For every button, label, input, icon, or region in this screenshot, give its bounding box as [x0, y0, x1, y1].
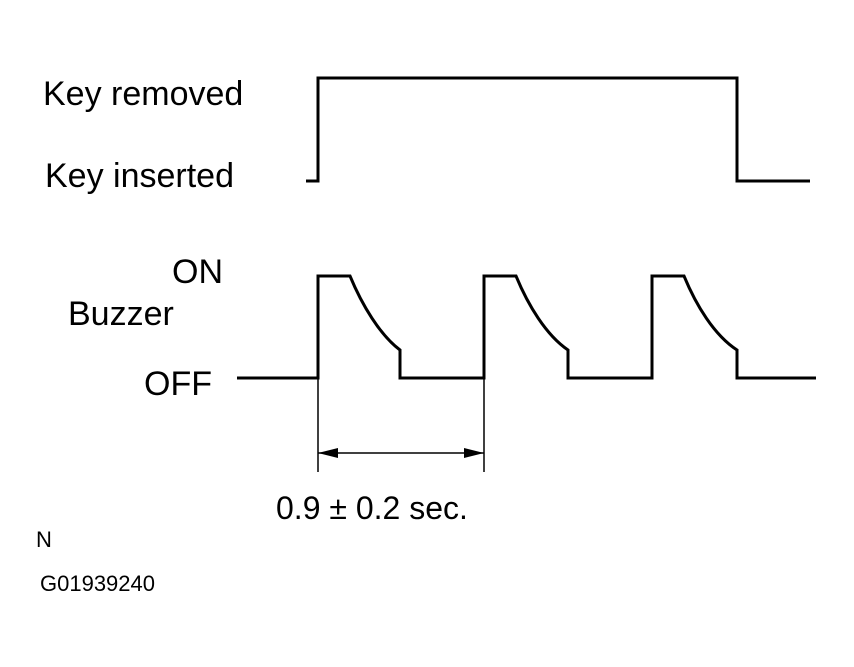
key-signal-waveform: [306, 76, 810, 183]
figure-code: G01939240: [40, 571, 155, 596]
key-inserted-label: Key inserted: [45, 157, 234, 195]
buzzer-label: Buzzer: [68, 295, 174, 333]
note-letter: N: [36, 527, 52, 552]
interval-label: 0.9 ± 0.2 sec.: [276, 490, 468, 526]
buzzer-signal-waveform: [237, 274, 816, 380]
buzzer-on-label: ON: [172, 253, 223, 291]
buzzer-off-label: OFF: [144, 365, 212, 403]
key-removed-label: Key removed: [43, 75, 243, 113]
